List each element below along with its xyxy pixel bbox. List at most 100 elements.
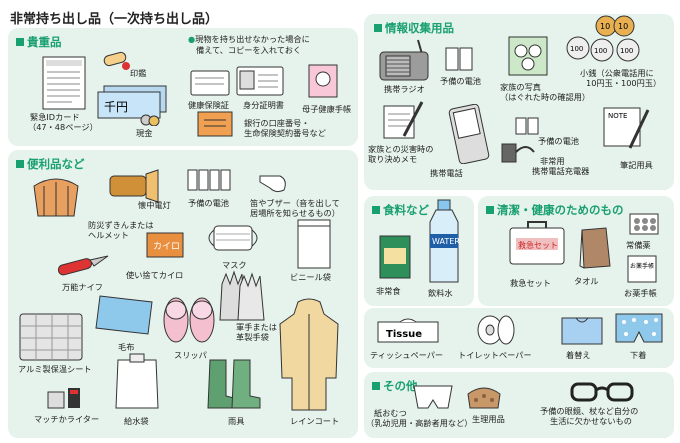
info-batteries2-label: 予備の電池 — [538, 136, 579, 146]
kairo-label: 使い捨てカイロ — [126, 270, 184, 280]
food-label: 非常食 — [376, 286, 401, 296]
svg-text:10: 10 — [600, 22, 610, 31]
svg-text:100: 100 — [594, 47, 607, 55]
med-book-label-text: お薬手帳 — [630, 262, 654, 270]
knife-label: 万能ナイフ — [62, 282, 103, 292]
id-cert-label: 身分証明書 — [243, 100, 284, 110]
raincoat-icon — [279, 298, 339, 411]
diaper-label-1: 紙おむつ — [374, 408, 407, 418]
water-label: 飲料水 — [428, 288, 453, 298]
sanitary-pouch-icon — [467, 387, 501, 409]
gloves-label-1: 軍手または — [236, 322, 277, 332]
info-heading: 情報収集用品 — [374, 20, 454, 36]
toilet-paper-icon — [477, 315, 515, 345]
mobile-phone-icon — [448, 104, 490, 164]
inkan-icon — [103, 51, 130, 70]
inkan-label: 印鑑 — [130, 68, 147, 78]
info-battery-2-icon — [515, 117, 539, 135]
lighter-label: マッチかライター — [34, 414, 100, 424]
charger-label-1: 非常用 — [540, 156, 565, 166]
phone-label: 携帯電話 — [430, 168, 463, 178]
coins-icon: 10 10 100 100 100 — [566, 15, 640, 62]
insurance-label: 健康保険証 — [188, 100, 229, 110]
photo-label-2: （はぐれた時の確認用） — [500, 92, 591, 102]
convenience-heading: 便利品など — [16, 156, 85, 172]
raincoat-label: レインコート — [290, 416, 340, 426]
plastic-bag-label: ビニール袋 — [290, 272, 331, 282]
food-heading: 食料など — [372, 202, 429, 218]
flashlight-icon — [109, 169, 159, 203]
bank-label-1: 銀行の口座番号・ — [244, 118, 310, 128]
bankbook-icon — [197, 111, 233, 137]
id-card-label-1: 緊急IDカード — [30, 112, 80, 122]
svg-text:100: 100 — [620, 47, 633, 55]
valuables-heading: 貴重品 — [16, 34, 62, 50]
photo-icon — [508, 36, 548, 76]
flashlight-label: 懐中電灯 — [138, 200, 171, 210]
other-heading: その他 — [372, 378, 418, 394]
med-book-label: お薬手帳 — [624, 288, 657, 298]
memo-icon — [383, 101, 424, 139]
hood-icon — [33, 178, 79, 217]
coins-label-1: 小銭（公衆電話用に — [580, 68, 654, 78]
info-battery-icon — [445, 47, 473, 71]
lighter-icon — [47, 388, 80, 409]
gloves-label-2: 革製手袋 — [236, 332, 269, 342]
water-label-text: WATER — [432, 237, 460, 246]
id-certificate-icon — [236, 66, 284, 96]
maternal-handbook-icon — [308, 64, 338, 98]
hood-label-2: ヘルメット — [88, 230, 129, 240]
memo-label-1: 家族との災害時の — [368, 144, 434, 154]
towel-label: タオル — [574, 276, 599, 286]
charger-icon — [501, 143, 535, 163]
diaper-label-2: （乳幼児用・高齢者用など） — [366, 418, 473, 428]
cash-label: 現金 — [136, 128, 153, 138]
id-card-icon — [42, 56, 86, 110]
tissue-box-icon: Tissue — [377, 318, 439, 343]
first-aid-label-text: 救急セット — [518, 240, 558, 250]
id-card-label-2: （47・48ページ） — [28, 122, 98, 132]
coins-label-2: 10円玉・100円玉） — [586, 78, 662, 88]
towel-icon — [579, 227, 611, 269]
maternal-label: 母子健康手帳 — [302, 104, 352, 114]
tissue-label-text: Tissue — [386, 329, 422, 340]
thermal-sheet-icon — [19, 313, 83, 361]
underwear-icon — [615, 313, 663, 343]
svg-text:カイロ: カイロ — [153, 241, 180, 252]
change-label: 着替え — [566, 350, 591, 360]
bank-label-2: 生命保険契約番号など — [244, 128, 326, 138]
cash-icon: 千円 — [97, 85, 167, 126]
insurance-card-icon — [190, 70, 230, 96]
batteries-label: 予備の電池 — [188, 198, 229, 208]
medicine-book-icon: お薬手帳 — [627, 255, 657, 283]
thermal-sheet-label: アルミ製保温シート — [18, 364, 92, 374]
whistle-icon — [259, 175, 286, 193]
slippers-label: スリッパ — [174, 350, 207, 360]
charger-label-2: 携帯電話充電器 — [532, 166, 590, 176]
notebook-label: 筆記用具 — [620, 160, 653, 170]
water-bag-label: 給水袋 — [124, 416, 149, 426]
valuables-note: ●現物を持ち出せなかった場合に 備えて、コピーを入れておく — [188, 34, 310, 55]
first-aid-label: 救急セット — [510, 278, 551, 288]
first-aid-icon: 救急セット — [509, 221, 565, 265]
blanket-icon — [95, 295, 153, 335]
svg-text:100: 100 — [570, 45, 583, 53]
svg-text:NOTE: NOTE — [608, 112, 627, 120]
underwear-label: 下着 — [630, 350, 647, 360]
hygiene-heading: 清潔・健康のためのもの — [486, 202, 624, 218]
glasses-label-1: 予備の眼鏡、杖など自分の — [540, 406, 639, 416]
svg-text:10: 10 — [618, 22, 628, 31]
glasses-icon — [570, 382, 634, 402]
photo-label-1: 家族の写真 — [500, 82, 541, 92]
water-bottle-icon: WATER — [429, 199, 460, 283]
whistle-label-1: 笛やブザー（音を出して — [250, 198, 340, 208]
info-batteries-label: 予備の電池 — [440, 76, 481, 86]
mask-icon — [208, 225, 258, 251]
blanket-label: 毛布 — [118, 342, 135, 352]
battery-icon — [187, 169, 231, 191]
kairo-icon: カイロ — [146, 232, 184, 258]
medicine-label: 常備薬 — [626, 240, 651, 250]
sanitary-label: 生理用品 — [472, 414, 505, 424]
knife-icon — [57, 255, 109, 276]
boots-label: 雨具 — [228, 416, 245, 426]
